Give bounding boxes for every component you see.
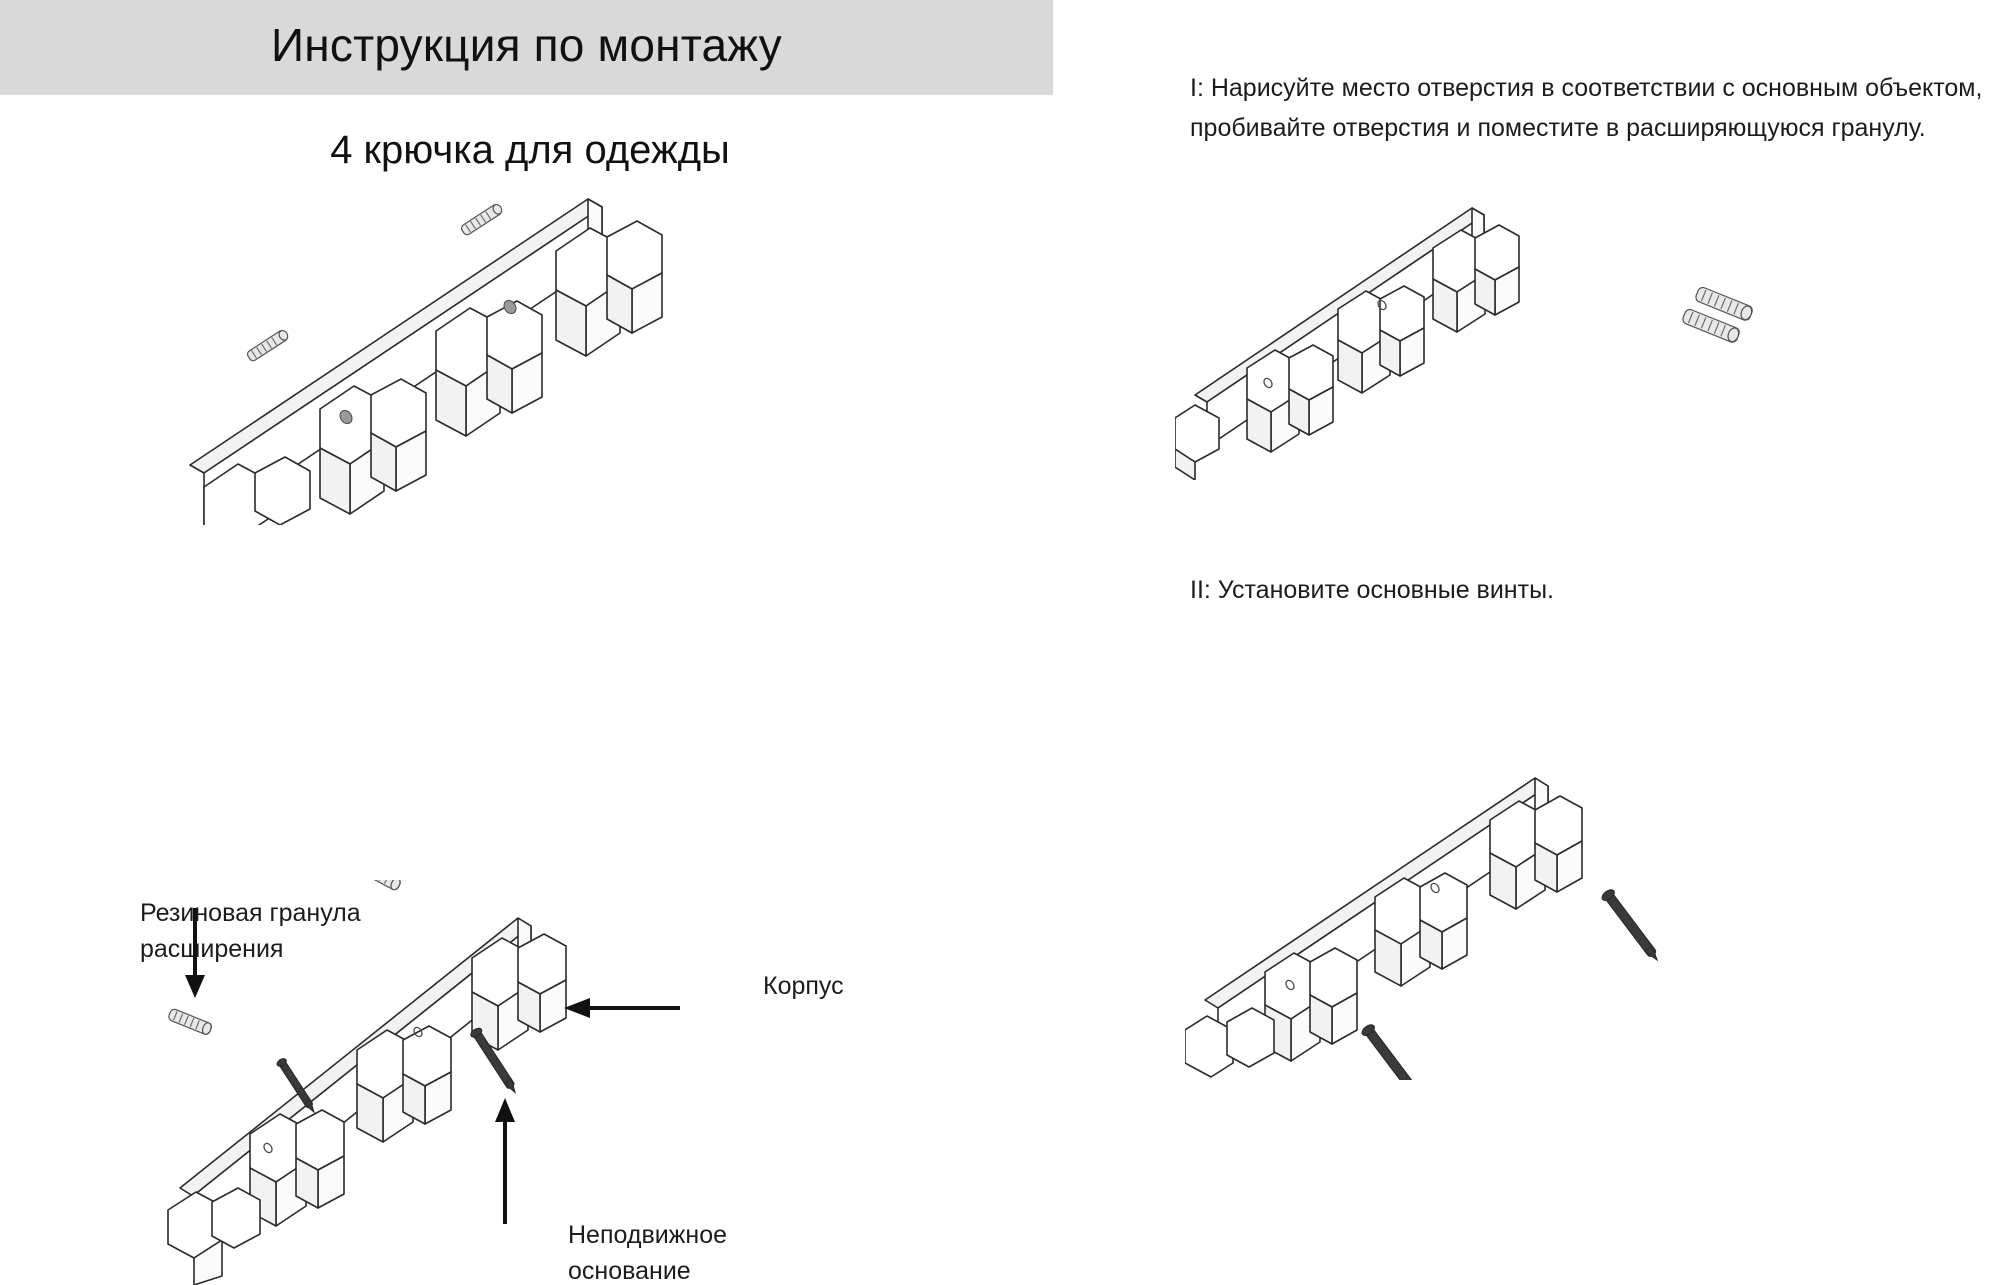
expansion-anchor — [168, 1008, 213, 1035]
illustration-step-2 — [1185, 777, 1659, 1080]
hook — [1185, 1007, 1275, 1078]
step-1-text: I: Нарисуйте место отверстия в соответст… — [1190, 68, 1982, 148]
mounting-hole — [339, 409, 353, 425]
arrow-left-to-body — [564, 998, 680, 1018]
product-subtitle: 4 крючка для одежды — [330, 128, 730, 172]
expansion-anchor — [1682, 308, 1740, 343]
screw — [470, 1027, 517, 1094]
step-2-line-1: II: Установите основные винты. — [1190, 576, 1554, 604]
page-title: Инструкция по монтажу — [271, 19, 782, 71]
hook — [203, 456, 311, 525]
screw — [276, 1058, 315, 1114]
illustration-overview — [189, 198, 663, 525]
callout-base-line-1: Неподвижное — [568, 1221, 728, 1249]
mounting-hole — [1263, 377, 1273, 389]
step-2-text: II: Установите основные винты. — [1190, 570, 1554, 610]
hook — [319, 378, 427, 515]
mounting-hole — [1285, 979, 1295, 991]
callout-granule-line-2: расширения — [140, 935, 284, 963]
expansion-anchor — [246, 329, 289, 362]
header-band — [0, 0, 1053, 95]
arrow-down-to-granule — [185, 908, 205, 998]
callout-granule-line-1: Резиновая гранула — [140, 899, 361, 927]
callout-fixed-base: Неподвижное основание — [568, 1217, 727, 1285]
hook — [1337, 285, 1425, 394]
mounting-hole — [1377, 299, 1387, 311]
expansion-anchor — [358, 880, 401, 891]
hook — [249, 1109, 345, 1227]
illustration-step-1 — [1175, 207, 1753, 480]
mounting-hole — [263, 1142, 273, 1154]
screw — [1361, 1024, 1419, 1080]
hook — [1264, 947, 1358, 1062]
mounting-hole — [1430, 882, 1440, 894]
mounting-hole — [503, 299, 517, 315]
hook — [555, 220, 663, 357]
expansion-anchor — [460, 203, 503, 236]
hook — [167, 1187, 261, 1285]
expansion-anchor — [1695, 286, 1753, 321]
callout-base-line-2: основание — [568, 1257, 691, 1285]
hook — [1246, 344, 1334, 453]
mounting-hole — [413, 1026, 423, 1038]
hook — [1489, 795, 1583, 910]
arrow-up-to-base — [495, 1098, 515, 1224]
hook — [1175, 404, 1220, 480]
step-1-line-1: I: Нарисуйте место отверстия в соответст… — [1190, 74, 1983, 102]
illustration-parts — [167, 880, 680, 1285]
hook — [1432, 224, 1520, 333]
step-1-line-2: пробивайте отверстия и поместите в расши… — [1190, 114, 1926, 142]
hook — [1374, 872, 1468, 987]
callout-body: Корпус — [763, 972, 844, 1000]
callout-expansion-granule: Резиновая гранула расширения — [140, 895, 361, 967]
hook — [471, 933, 567, 1051]
hook — [435, 300, 543, 437]
screw — [1601, 889, 1659, 962]
hook — [356, 1025, 452, 1143]
